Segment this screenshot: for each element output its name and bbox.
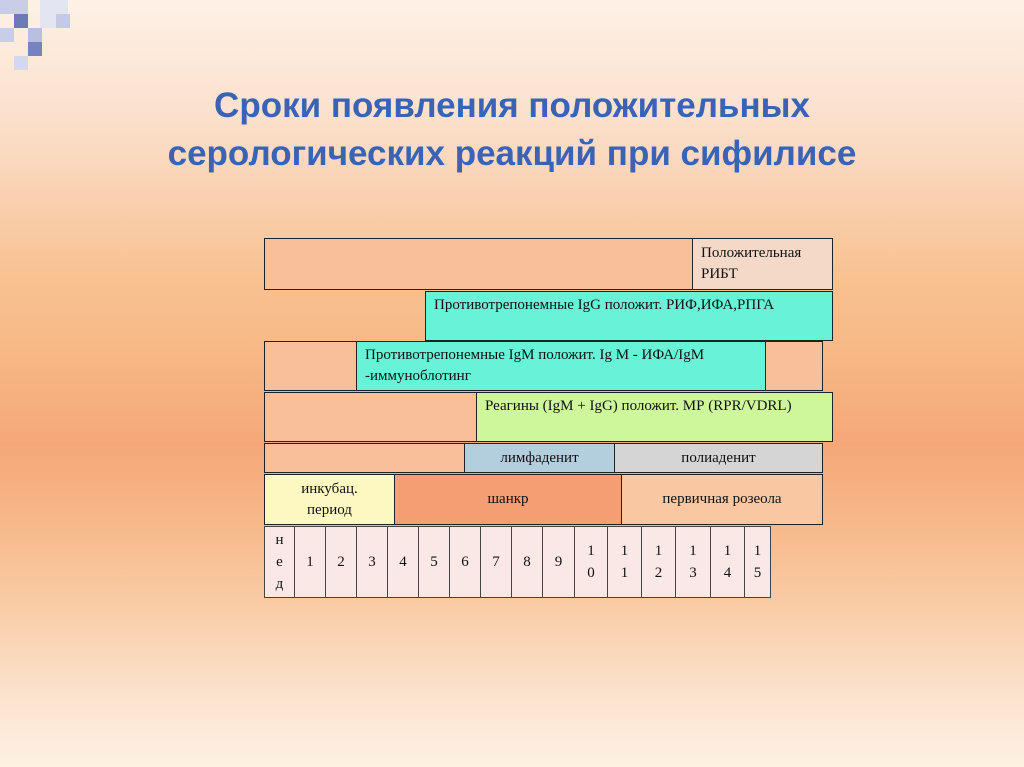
week-label: 10: [587, 543, 595, 581]
week-label: 11: [620, 543, 629, 581]
chancre-label: шанкр: [487, 491, 529, 507]
roseola-box: первичная розеола: [621, 474, 823, 525]
polyadenitis-label: полиаденит: [681, 449, 756, 466]
week-cell: 9: [542, 526, 575, 598]
chancre-box: шанкр: [394, 474, 622, 525]
week-label: 5: [430, 554, 438, 570]
page-title: Сроки появления положительных серологиче…: [0, 82, 1024, 178]
lymphadenitis-label: лимфаденит: [500, 449, 579, 466]
week-cell: 13: [675, 526, 711, 598]
title-line-1: Сроки появления положительных: [214, 86, 810, 125]
title-line-2: серологических реакций при сифилисе: [167, 134, 857, 173]
week-label: 6: [461, 554, 469, 570]
week-cell: 10: [574, 526, 608, 598]
row-reagins-empty: [264, 392, 477, 442]
week-label: 12: [654, 543, 663, 581]
row-lymph-empty: [264, 443, 465, 473]
ribt-label: Положительная РИБТ: [701, 245, 802, 282]
reagins-box: Реагины (IgM + IgG) положит. МР (RPR/VDR…: [476, 392, 833, 442]
week-cell: 2: [325, 526, 357, 598]
week-label: 3: [368, 554, 376, 570]
week-label: 4: [399, 554, 407, 570]
row-igm-empty-right: [765, 341, 823, 391]
incubation-label: инкубац. период: [301, 480, 358, 518]
week-label: 1: [306, 554, 314, 570]
incubation-box: инкубац. период: [264, 474, 395, 525]
week-cell: 11: [607, 526, 642, 598]
week-label: 14: [723, 543, 732, 581]
igm-label: Противотрепонемные IgM положит. Ig M - И…: [365, 347, 705, 384]
week-cell: 7: [480, 526, 512, 598]
week-cell: 8: [511, 526, 543, 598]
polyadenitis-box: полиаденит: [614, 443, 823, 473]
week-cell: 4: [387, 526, 419, 598]
weeks-header-label: нед: [275, 532, 284, 592]
week-cell: 3: [356, 526, 388, 598]
week-label: 7: [492, 554, 500, 570]
week-label: 2: [337, 554, 345, 570]
week-cell: 6: [449, 526, 481, 598]
week-label: 15: [753, 543, 762, 581]
igm-box: Противотрепонемные IgM положит. Ig M - И…: [356, 341, 766, 391]
week-cell: 15: [744, 526, 771, 598]
week-cell: 1: [294, 526, 326, 598]
lymphadenitis-box: лимфаденит: [464, 443, 615, 473]
igg-box: Противотрепонемные IgG положит. РИФ,ИФА,…: [425, 291, 833, 341]
igg-label: Противотрепонемные IgG положит. РИФ,ИФА,…: [434, 297, 775, 313]
week-label: 8: [523, 554, 531, 570]
week-cell: 5: [418, 526, 450, 598]
ribt-positive-box: Положительная РИБТ: [692, 238, 833, 290]
row-ribt-empty: [264, 238, 693, 290]
week-cell: 12: [641, 526, 676, 598]
reagins-label: Реагины (IgM + IgG) положит. МР (RPR/VDR…: [485, 398, 792, 414]
weeks-header-cell: нед: [264, 526, 295, 598]
week-label: 13: [689, 543, 697, 581]
week-label: 9: [554, 554, 563, 570]
row-igm-empty-left: [264, 341, 357, 391]
week-cell: 14: [710, 526, 745, 598]
roseola-label: первичная розеола: [662, 491, 782, 507]
